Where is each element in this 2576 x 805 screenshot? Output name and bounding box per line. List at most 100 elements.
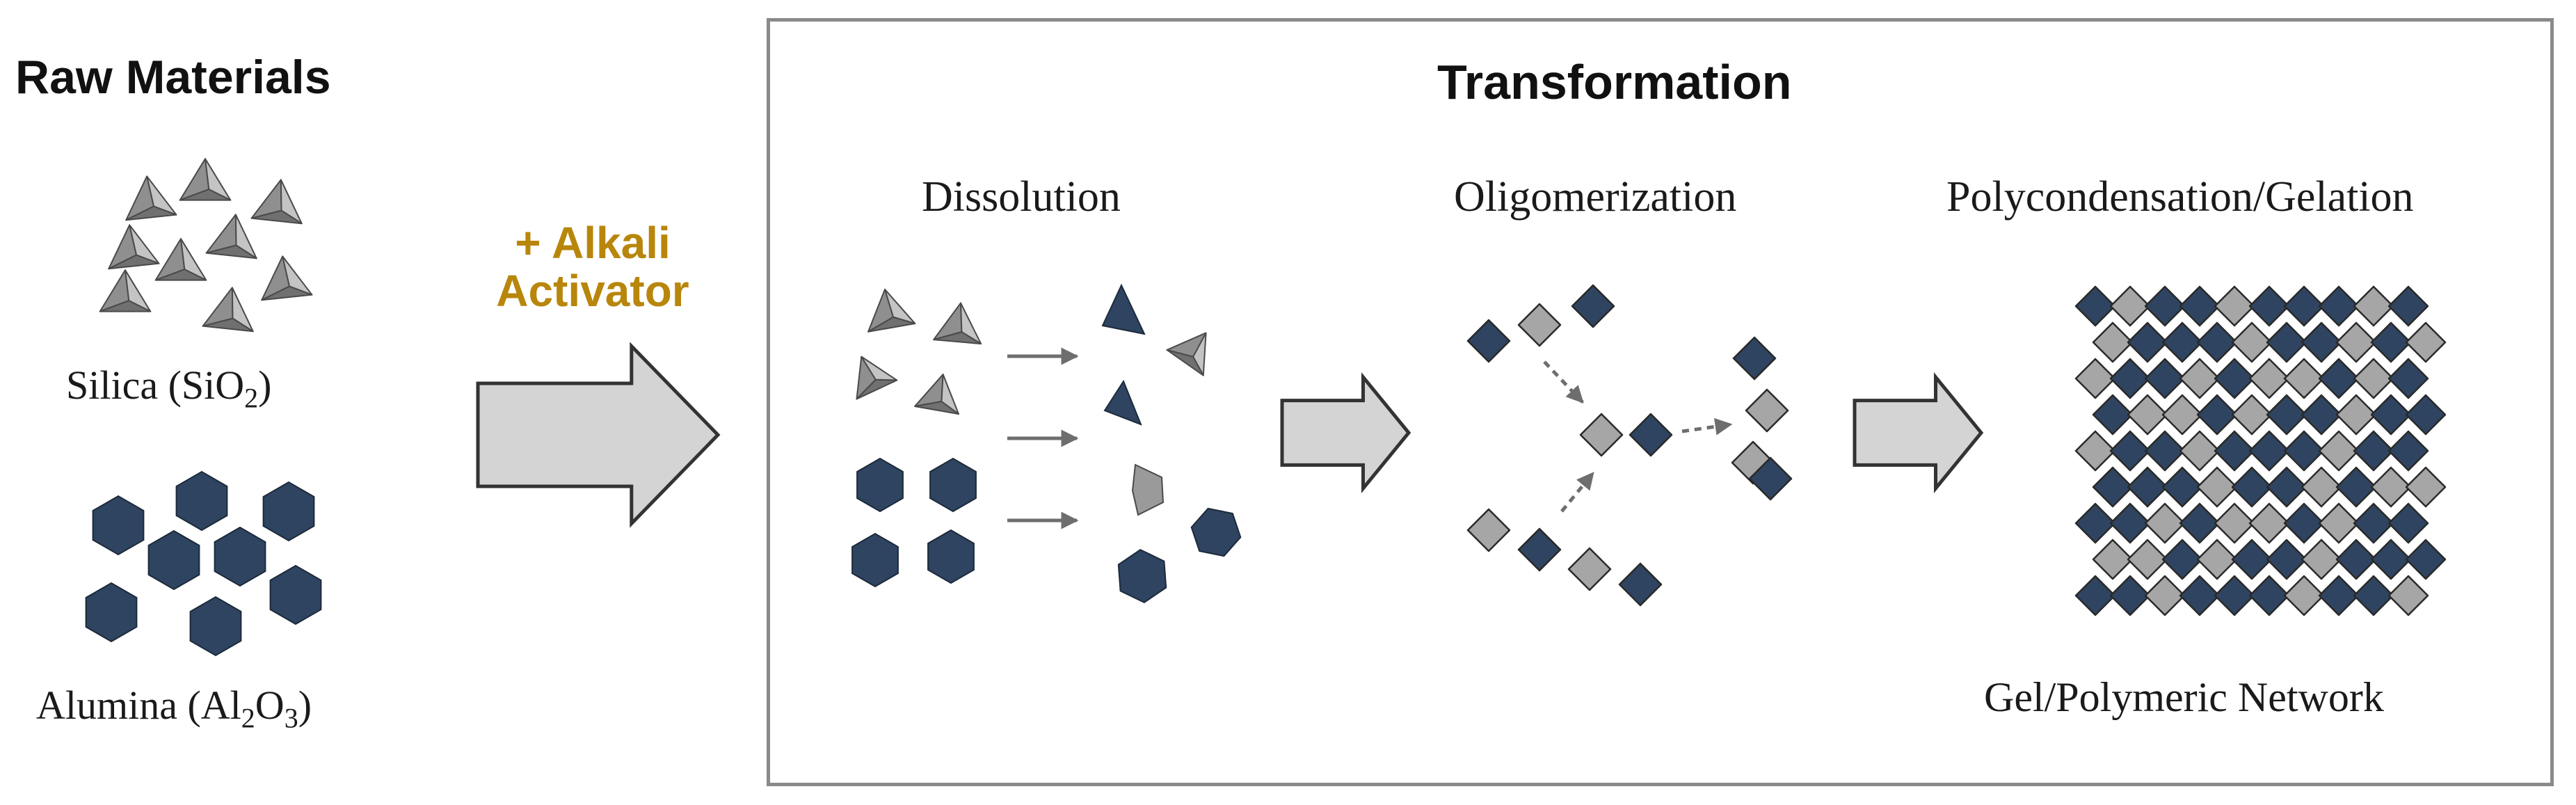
network-unit	[2370, 394, 2412, 436]
alumina-hexagon	[214, 526, 266, 587]
network-unit	[2109, 575, 2151, 616]
gel-network-label: Gel/Polymeric Network	[1984, 674, 2384, 720]
network-unit	[2318, 430, 2360, 472]
silica-tetrahedron	[108, 224, 160, 270]
silica-name: Silica (SiO	[66, 362, 245, 408]
network-unit	[2196, 539, 2238, 580]
dissolved-hexagon	[1190, 507, 1242, 557]
network-unit	[2387, 575, 2429, 616]
oligomer-unit	[1745, 388, 1789, 433]
network-unit	[2109, 285, 2151, 327]
network-unit	[2127, 321, 2168, 363]
network-unit	[2266, 394, 2307, 436]
dissolution-tetrahedron	[914, 374, 959, 415]
alumina-hexagon	[175, 470, 228, 532]
network-unit	[2144, 358, 2186, 399]
dissolution-tetrahedron	[933, 302, 982, 345]
activator-line-1: + Alkali	[515, 218, 671, 268]
dissolution-hexagon	[927, 529, 975, 584]
dissolution-hexagon	[929, 457, 977, 513]
network-unit	[2405, 321, 2447, 363]
network-unit	[2301, 466, 2342, 508]
alumina-subscript-1: 2	[241, 702, 255, 734]
network-unit	[2231, 466, 2273, 508]
network-unit	[2179, 358, 2221, 399]
alumina-oxygen: O	[255, 683, 285, 728]
network-unit	[2266, 539, 2307, 580]
stage-arrow-1	[1280, 372, 1411, 493]
alumina-close: )	[298, 683, 312, 728]
alumina-hexagon	[92, 495, 145, 556]
network-unit	[2248, 430, 2290, 472]
oligomer-arrow	[1543, 360, 1584, 404]
network-unit	[2074, 285, 2116, 327]
oligomer-unit	[1466, 319, 1511, 363]
network-unit	[2301, 321, 2342, 363]
silica-tetrahedron	[205, 214, 257, 260]
network-unit	[2248, 502, 2290, 544]
alumina-hexagon	[262, 481, 315, 542]
alumina-label: Alumina (Al2O3)	[36, 682, 312, 735]
transformation-title: Transformation	[1437, 55, 1792, 109]
network-unit	[2074, 430, 2116, 472]
activator-line-2: Activator	[496, 266, 689, 317]
network-unit	[2196, 466, 2238, 508]
network-unit	[2144, 575, 2186, 616]
oligomer-arrow	[1681, 417, 1733, 436]
network-unit	[2231, 394, 2273, 436]
network-unit	[2283, 575, 2325, 616]
silica-tetrahedron	[179, 158, 232, 201]
silica-tetrahedron	[99, 269, 152, 312]
oligomer-unit	[1466, 508, 1511, 552]
dissolution-hexagon	[856, 457, 904, 513]
network-unit	[2266, 466, 2307, 508]
network-unit	[2231, 539, 2273, 580]
dissolved-navy-tetrahedron	[1103, 379, 1142, 426]
stage-arrow-2	[1853, 372, 1984, 493]
silica-tetrahedron	[154, 238, 207, 281]
network-unit	[2318, 358, 2360, 399]
network-unit	[2109, 430, 2151, 472]
network-unit	[2387, 358, 2429, 399]
silica-tetrahedron	[261, 255, 313, 301]
network-unit	[2335, 394, 2377, 436]
network-unit	[2301, 539, 2342, 580]
silica-subscript: 2	[244, 382, 259, 414]
oligomer-unit	[1571, 284, 1615, 328]
network-unit	[2214, 285, 2255, 327]
network-unit	[2074, 502, 2116, 544]
network-unit	[2318, 502, 2360, 544]
raw-materials-title: Raw Materials	[15, 51, 331, 104]
network-unit	[2161, 466, 2203, 508]
alumina-hexagon	[269, 564, 322, 625]
network-unit	[2353, 358, 2394, 399]
silica-label: Silica (SiO2)	[66, 362, 272, 415]
network-unit	[2248, 285, 2290, 327]
network-unit	[2301, 394, 2342, 436]
oligomer-unit	[1732, 336, 1777, 381]
activation-arrow	[476, 342, 721, 528]
network-unit	[2179, 575, 2221, 616]
network-unit	[2127, 466, 2168, 508]
network-unit	[2405, 539, 2447, 580]
oligomer-unit	[1517, 527, 1562, 572]
alumina-hexagon	[189, 596, 242, 657]
oligomer-unit	[1748, 456, 1793, 501]
oligomer-unit	[1517, 303, 1562, 347]
dissolved-hexagon	[1117, 548, 1167, 604]
network-unit	[2196, 321, 2238, 363]
dissolved-gray-polygon	[1131, 463, 1165, 516]
oligomer-unit	[1618, 562, 1663, 607]
alkali-activator-label: + Alkali Activator	[467, 218, 718, 317]
transformation-frame	[767, 18, 2554, 786]
network-unit	[2161, 394, 2203, 436]
network-unit	[2109, 502, 2151, 544]
oligomer-unit	[1579, 413, 1624, 457]
stage-label-dissolution: Dissolution	[922, 173, 1121, 221]
network-unit	[2353, 285, 2394, 327]
network-unit	[2092, 539, 2134, 580]
dissolution-hexagon	[851, 532, 899, 588]
stage-label-polycondensation: Polycondensation/Gelation	[1946, 173, 2414, 221]
dissolution-tetrahedron	[867, 288, 916, 333]
